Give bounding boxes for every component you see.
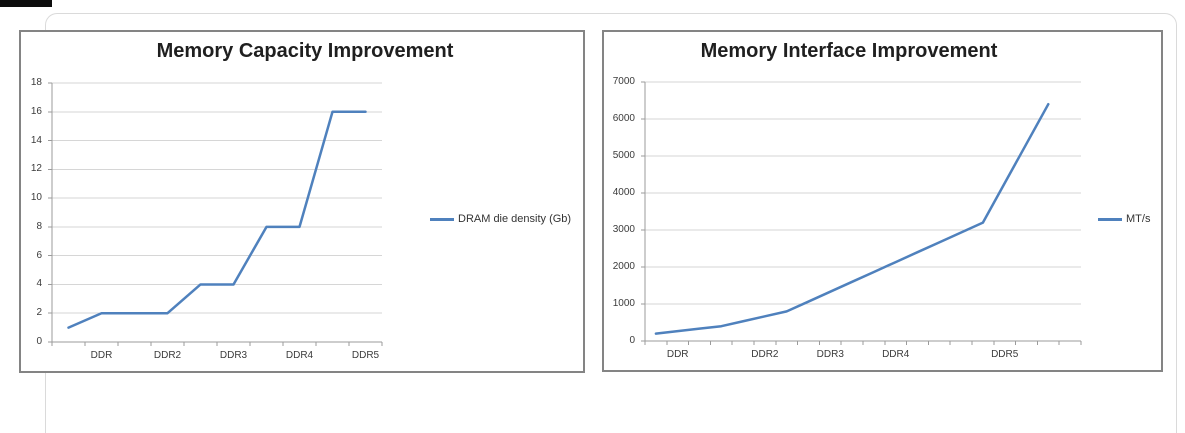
x-axis-label: DDR2 bbox=[153, 350, 182, 361]
chart-title: Memory Capacity Improvement bbox=[156, 40, 454, 62]
y-tick-label: 1000 bbox=[612, 298, 635, 309]
y-tick-label: 8 bbox=[36, 220, 42, 232]
y-tick-label: 2000 bbox=[612, 261, 635, 272]
legend: DRAM die density (Gb) bbox=[430, 213, 571, 225]
chart-memory-interface: Memory Interface Improvement MT/s 0 1000 2… bbox=[602, 30, 1163, 372]
x-axis-label: DDR3 bbox=[816, 349, 844, 360]
legend-label: MT/s bbox=[1126, 213, 1151, 225]
y-tick-label: 5000 bbox=[612, 150, 635, 161]
y-tick-label: 16 bbox=[30, 105, 42, 117]
top-left-black-bar bbox=[0, 0, 52, 7]
y-tick-label: 0 bbox=[36, 336, 42, 347]
x-axis-label: DDR5 bbox=[991, 349, 1019, 360]
x-axis-label: DDR3 bbox=[219, 350, 248, 361]
data-line-series bbox=[67, 110, 367, 329]
y-tick-label: 3000 bbox=[612, 224, 635, 235]
x-axis-label: DDR bbox=[666, 349, 689, 360]
chart-memory-capacity: Memory Capacity Improvement DRAM die den… bbox=[19, 30, 585, 373]
plot-area bbox=[48, 82, 383, 346]
x-axis-label: DDR5 bbox=[351, 350, 380, 361]
y-tick-label: 12 bbox=[30, 163, 42, 175]
x-axis-label: DDR4 bbox=[882, 349, 910, 360]
y-tick-label: 7000 bbox=[612, 76, 635, 87]
y-tick-label: 0 bbox=[629, 335, 635, 346]
y-tick-label: 10 bbox=[30, 192, 42, 204]
chart-title: Memory Interface Improvement bbox=[700, 40, 998, 62]
x-axis-label: DDR bbox=[90, 350, 113, 361]
legend: MT/s bbox=[1098, 213, 1150, 225]
y-tick-label: 18 bbox=[30, 77, 42, 88]
plot-area bbox=[641, 81, 1082, 345]
y-tick-label: 4000 bbox=[612, 187, 635, 198]
x-axis-label: DDR4 bbox=[285, 350, 314, 361]
legend-label: DRAM die density (Gb) bbox=[458, 213, 572, 225]
y-tick-label: 2 bbox=[36, 307, 42, 319]
legend-line-sample bbox=[1098, 217, 1122, 221]
legend-line-sample bbox=[430, 217, 454, 221]
x-axis-label: DDR2 bbox=[751, 349, 779, 360]
y-tick-label: 6 bbox=[36, 249, 42, 261]
y-tick-label: 6000 bbox=[612, 113, 635, 124]
y-tick-label: 4 bbox=[36, 278, 42, 290]
data-line-series bbox=[654, 102, 1050, 335]
y-tick-label: 14 bbox=[30, 134, 42, 146]
